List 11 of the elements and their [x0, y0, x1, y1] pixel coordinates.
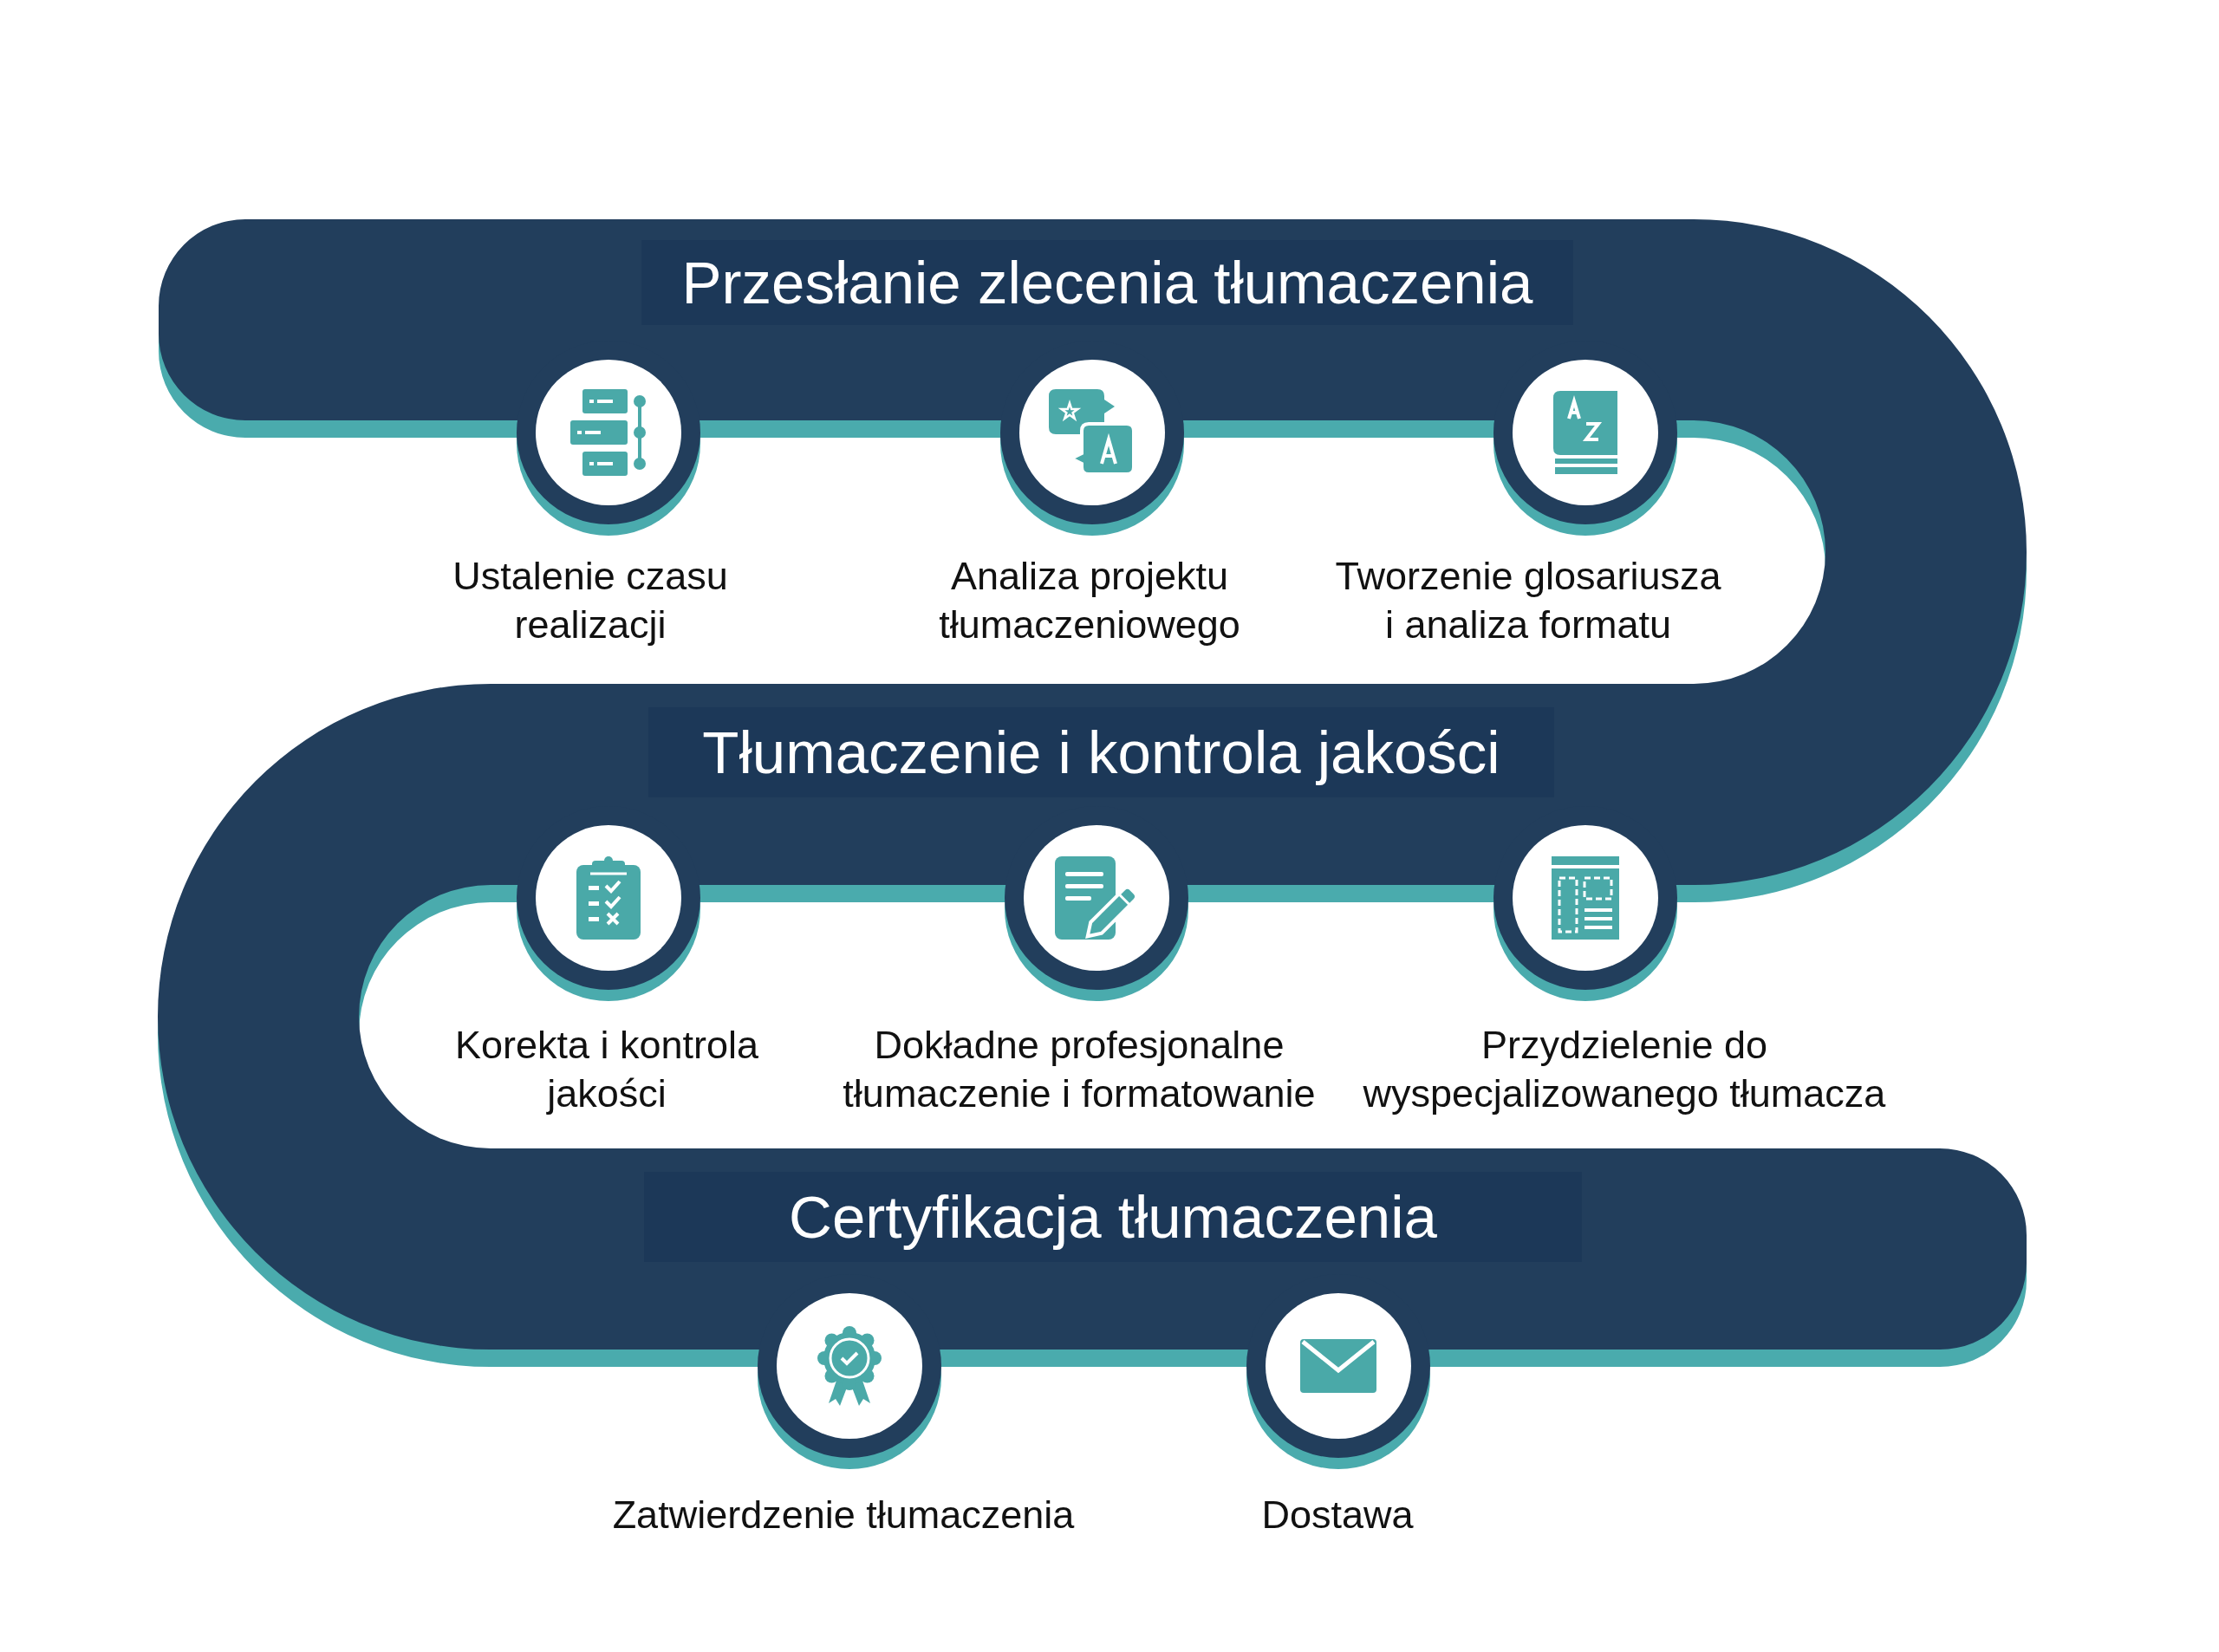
step-label: Przydzielenie do wyspecjalizowanego tłumacza — [1362, 1022, 1887, 1117]
section-banner: Certyfikacja tłumaczenia — [644, 1172, 1582, 1262]
step-label: Zatwierdzenie tłumaczenia — [611, 1492, 1076, 1538]
step-label: Korekta i kontrola jakości — [453, 1022, 760, 1117]
step-label: Dokładne profesjonalne tłumaczenie i formatowanie — [842, 1022, 1317, 1117]
step-label: Tworzenie glosariusza i analiza formatu — [1334, 553, 1722, 648]
section-banner: Tłumaczenie i kontrola jakości — [648, 707, 1554, 797]
step-label: Ustalenie czasu realizacji — [452, 553, 729, 648]
section-banner: Przesłanie zlecenia tłumaczenia — [641, 240, 1573, 325]
step-label: Dostawa — [1260, 1492, 1415, 1538]
step-label: Analiza projektu tłumaczeniowego — [938, 553, 1241, 648]
